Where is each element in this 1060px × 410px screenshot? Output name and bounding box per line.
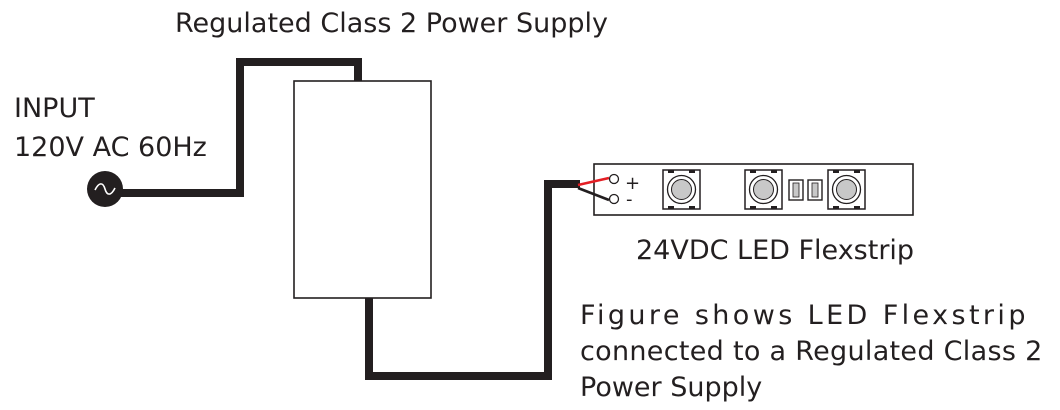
ac-source-icon xyxy=(87,171,123,207)
negative-terminal xyxy=(608,193,620,205)
led-chip xyxy=(744,169,783,210)
figure-caption: Figure shows LED Flexstrip connected to … xyxy=(580,298,1043,406)
led-strip: + - xyxy=(577,163,914,216)
caption-line-1: Figure shows LED Flexstrip xyxy=(580,300,1029,331)
positive-symbol: + xyxy=(625,173,640,194)
led-strip-label: 24VDC LED Flexstrip xyxy=(636,235,915,266)
input-label: INPUT xyxy=(14,93,95,124)
positive-wire xyxy=(577,176,610,187)
negative-wire xyxy=(577,186,610,202)
output-wire xyxy=(365,180,580,380)
caption-line-2: connected to a Regulated Class 2 xyxy=(580,336,1043,367)
input-spec-label: 120V AC 60Hz xyxy=(14,132,207,163)
power-supply-box xyxy=(293,80,432,299)
power-supply-label: Regulated Class 2 Power Supply xyxy=(175,8,608,39)
led-chip xyxy=(827,169,866,210)
resistor-icon xyxy=(788,179,823,201)
positive-terminal xyxy=(608,173,620,185)
input-wire xyxy=(121,58,362,197)
led-chip xyxy=(662,169,701,210)
negative-symbol: - xyxy=(626,189,633,210)
caption-line-3: Power Supply xyxy=(580,372,763,403)
